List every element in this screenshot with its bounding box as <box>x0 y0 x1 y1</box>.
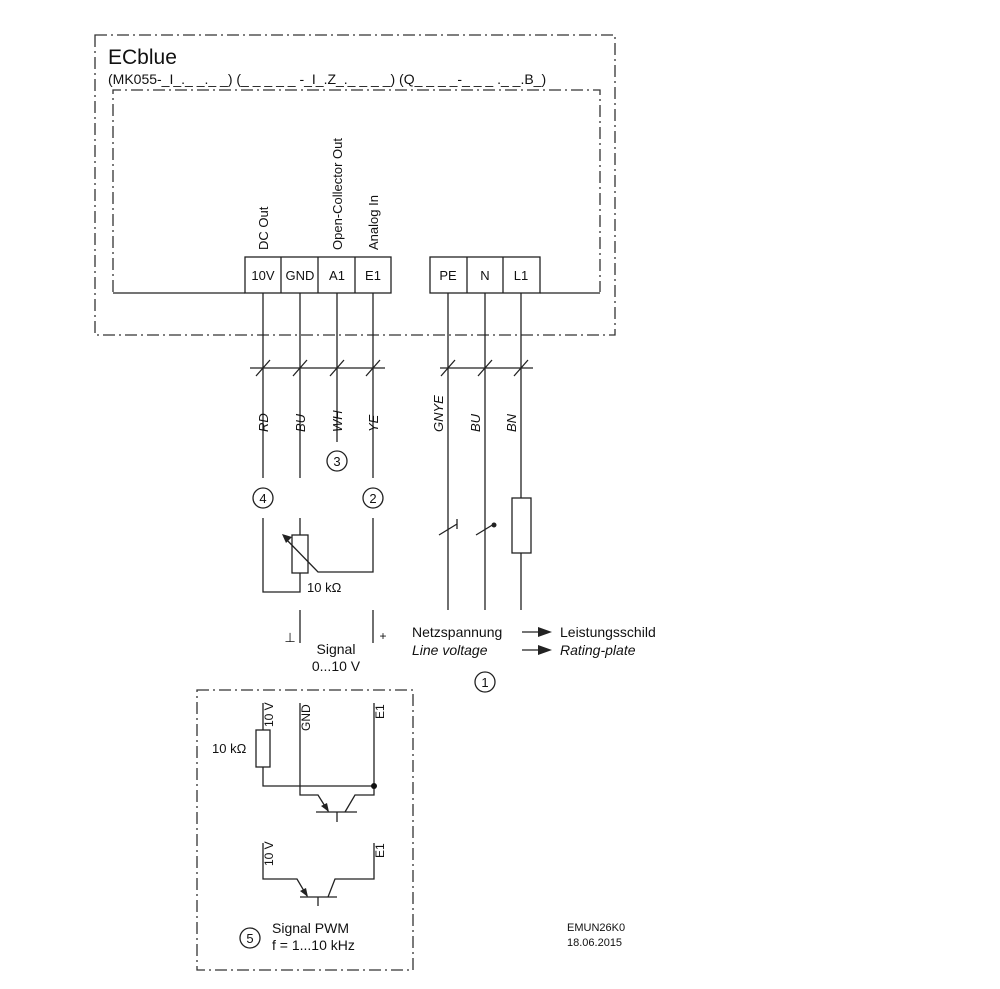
signal-range: 0...10 V <box>312 658 361 674</box>
terminal-gnd: GND <box>286 268 315 283</box>
plus-symbol: + <box>379 629 386 643</box>
wire-color-ye: YE <box>366 414 381 432</box>
marker-2: 2 <box>362 487 384 509</box>
line-voltage-de: Netzspannung <box>412 624 502 640</box>
label-analog-in: Analog In <box>366 195 381 250</box>
pwm-signal-label: Signal PWM <box>272 920 349 936</box>
svg-text:5: 5 <box>246 931 253 946</box>
pwm-resistor-value: 10 kΩ <box>212 741 247 756</box>
pnp-transistor-circuit <box>262 843 375 906</box>
pwm-pin-10v-2: 10 V <box>262 841 276 866</box>
arrow-icon <box>522 645 552 655</box>
terminal-10v: 10V <box>251 268 274 283</box>
device-outline <box>94 34 616 336</box>
pwm-option-box <box>196 689 414 971</box>
electronics-outline <box>112 89 601 292</box>
device-title: ECblue <box>108 46 177 69</box>
arrow-icon <box>522 627 552 637</box>
wire-color-bu: BU <box>293 413 308 432</box>
wire-color-gnye: GNYE <box>431 395 446 432</box>
svg-text:2: 2 <box>369 491 376 506</box>
drawing-code: EMUN26K0 <box>567 922 625 934</box>
svg-text:4: 4 <box>259 491 266 506</box>
wire-color-rd: RD <box>256 413 271 432</box>
terminal-pe: PE <box>439 268 457 283</box>
label-dc-out: DC Out <box>256 206 271 250</box>
pe-contact-icon <box>438 519 458 536</box>
pwm-pin-e1: E1 <box>373 704 387 719</box>
wire-color-wh: WH <box>330 410 345 432</box>
fuse-icon <box>511 497 532 554</box>
pwm-pin-gnd: GND <box>299 704 313 731</box>
ground-symbol: ⊥ <box>284 630 295 645</box>
marker-5: 5 <box>239 927 261 949</box>
open-collector-circuit <box>255 703 377 822</box>
pwm-pin-e1-2: E1 <box>373 843 387 858</box>
control-wires <box>250 293 385 478</box>
pwm-pin-10v: 10 V <box>262 702 276 727</box>
svg-text:1: 1 <box>481 675 488 690</box>
drawing-date: 18.06.2015 <box>567 937 622 949</box>
terminal-n: N <box>480 268 489 283</box>
n-switch-icon <box>475 522 497 536</box>
rating-plate-en: Rating-plate <box>560 642 636 658</box>
line-voltage-en: Line voltage <box>412 642 488 658</box>
terminal-block: 10V GND A1 E1 PE N L1 <box>244 256 541 294</box>
wire-color-bu-mains: BU <box>468 413 483 432</box>
pwm-frequency: f = 1...10 kHz <box>272 937 355 953</box>
marker-1: 1 <box>474 671 496 693</box>
svg-text:3: 3 <box>333 454 340 469</box>
terminal-l1: L1 <box>514 268 528 283</box>
marker-4: 4 <box>252 487 274 509</box>
wire-color-bn: BN <box>504 413 519 432</box>
marker-3: 3 <box>326 450 348 472</box>
potentiometer <box>262 518 374 593</box>
terminal-e1: E1 <box>365 268 381 283</box>
label-open-collector-out: Open-Collector Out <box>330 138 345 250</box>
signal-leads <box>299 610 374 643</box>
device-type-code: (MK055-_I_._ _._ _) (_ _ _ _ _ -_I_.Z_._… <box>108 71 546 87</box>
mains-wires <box>440 293 533 610</box>
rating-plate-de: Leistungsschild <box>560 624 656 640</box>
terminal-a1: A1 <box>329 268 345 283</box>
potentiometer-value: 10 kΩ <box>307 580 342 595</box>
signal-label: Signal <box>317 641 356 657</box>
